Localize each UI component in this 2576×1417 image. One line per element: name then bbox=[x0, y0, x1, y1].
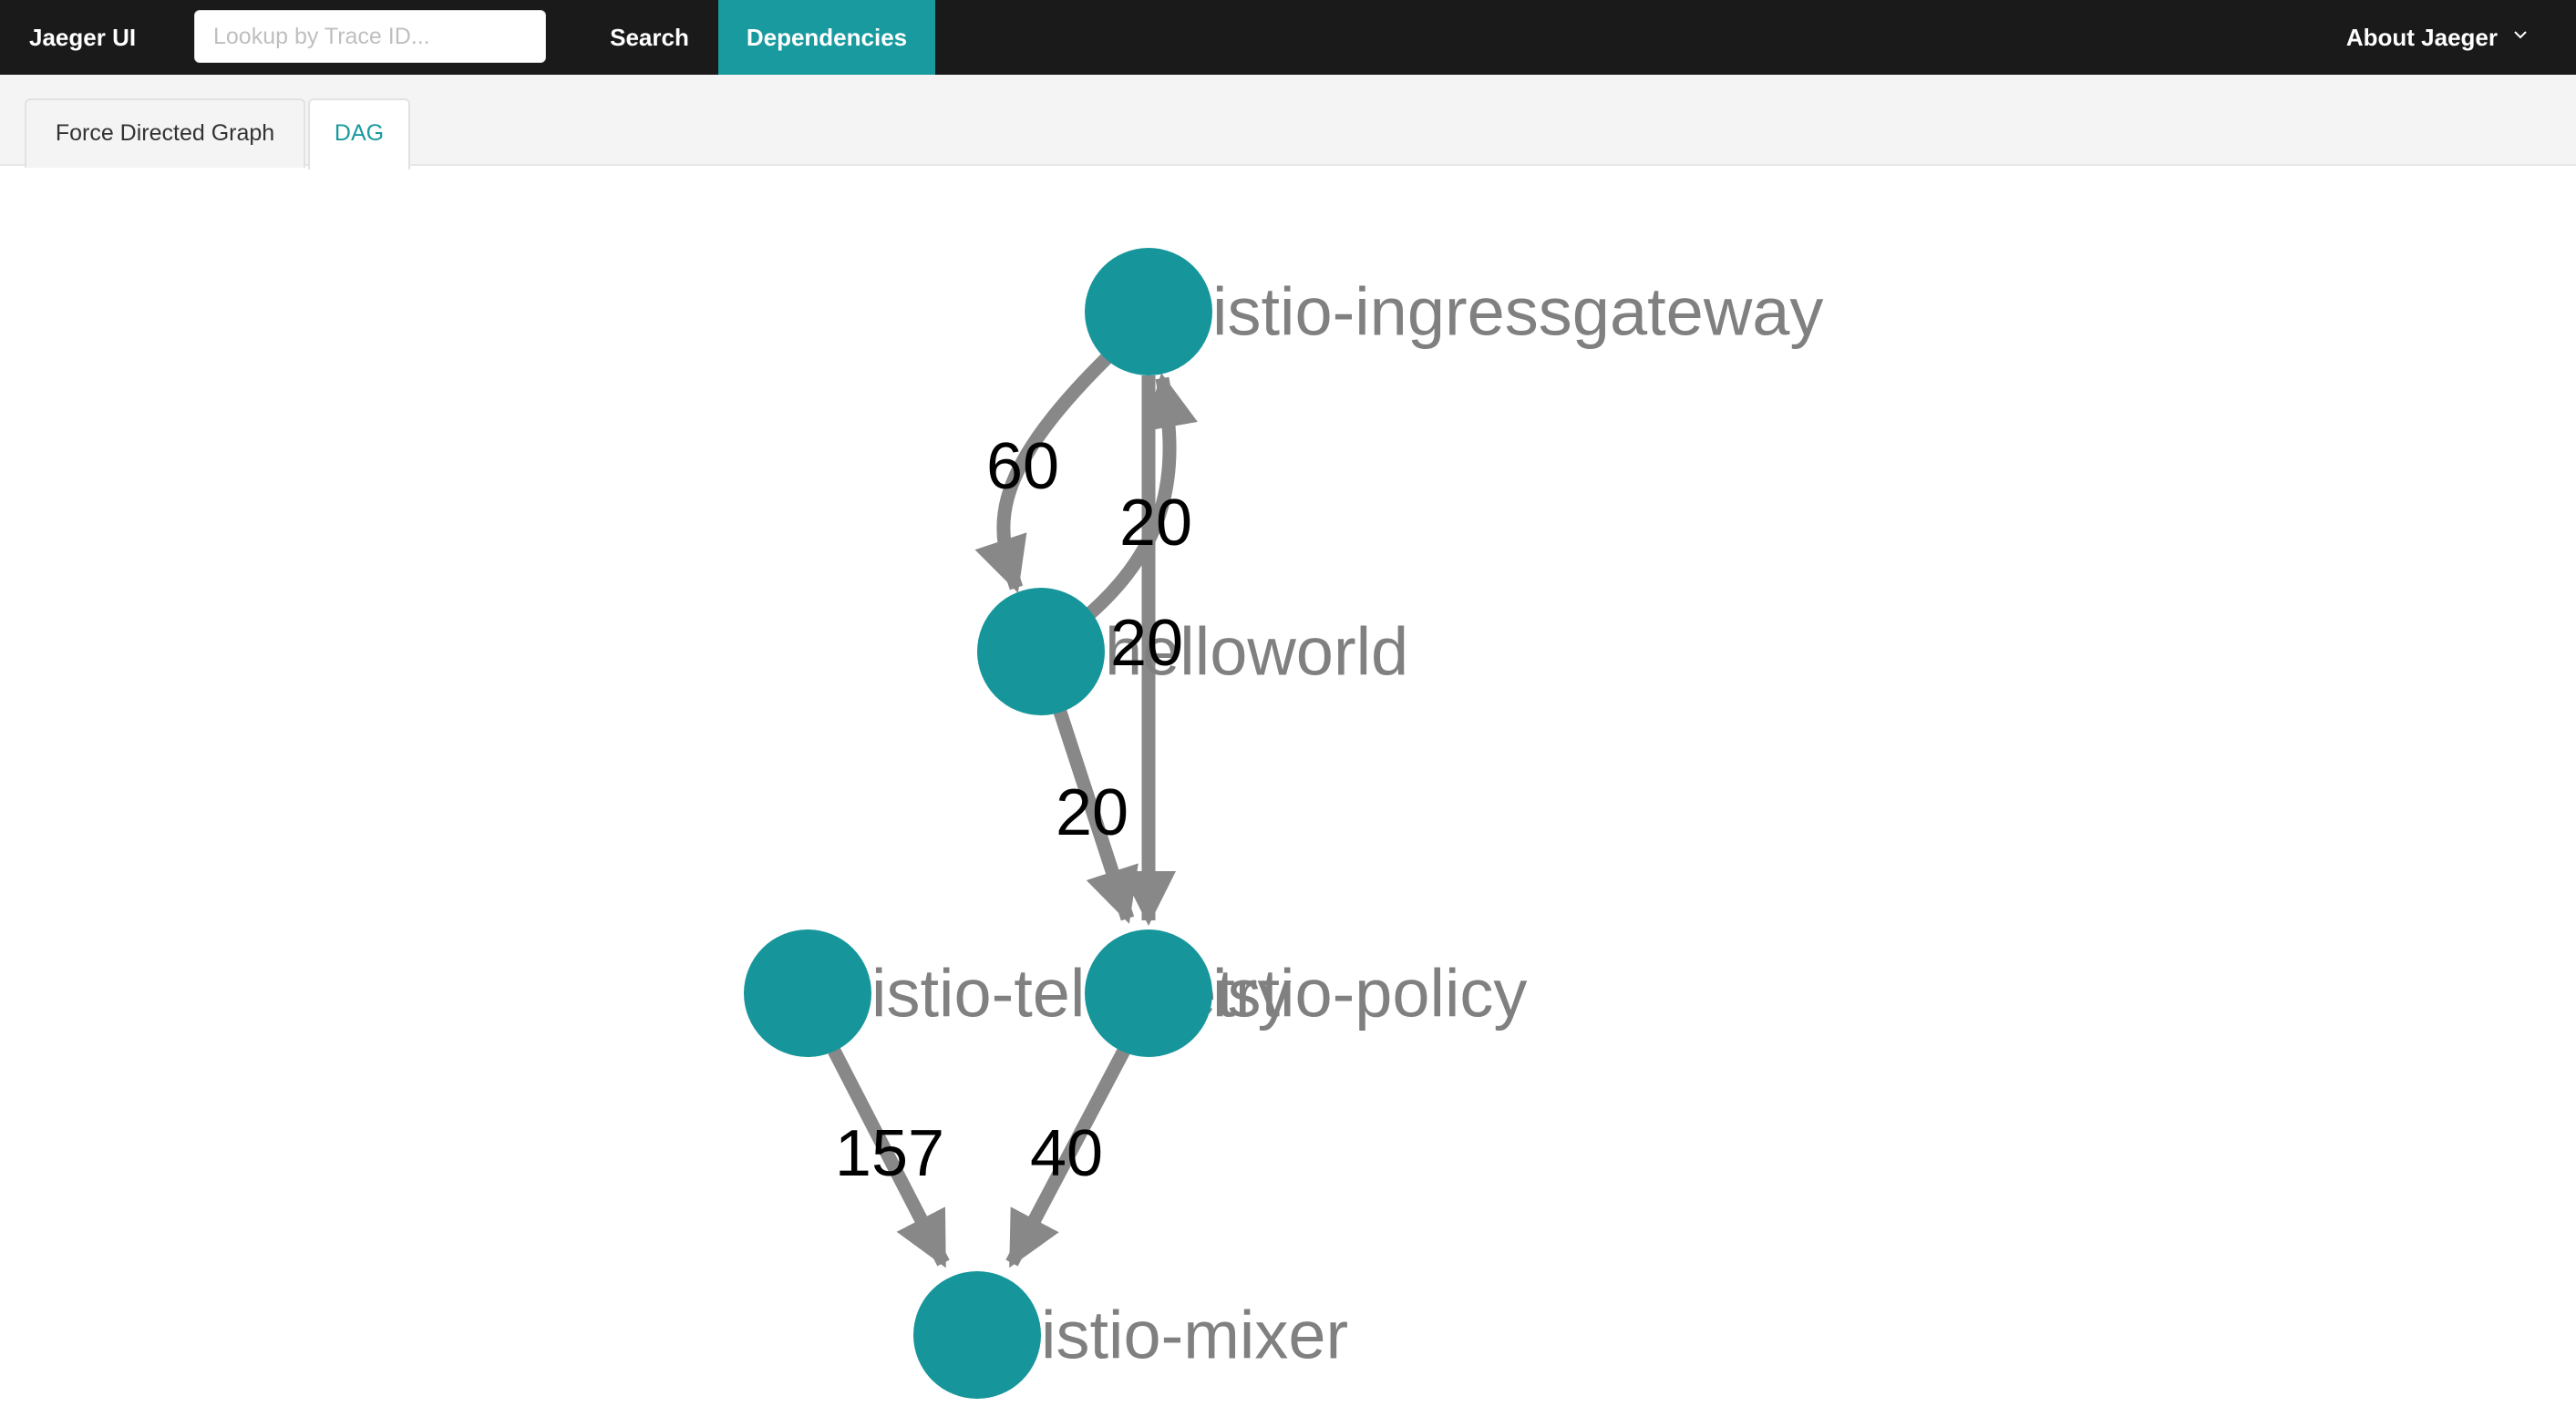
edge-label: 20 bbox=[1110, 607, 1183, 680]
dag-graph-svg[interactable]: istio-ingressgateway helloworld istio-te… bbox=[0, 168, 2576, 1412]
edge-telemetry-to-mixer bbox=[828, 1047, 950, 1268]
node-circle bbox=[977, 588, 1105, 715]
tab-force-directed-graph[interactable]: Force Directed Graph bbox=[25, 98, 305, 168]
edge-helloworld-to-policy bbox=[1052, 706, 1139, 924]
edge-label: 157 bbox=[835, 1117, 944, 1190]
brand-logo-link[interactable]: Jaeger UI bbox=[29, 24, 137, 51]
node-circle bbox=[1085, 929, 1212, 1057]
node-label: istio-ingressgateway bbox=[1212, 274, 1823, 350]
node-label: istio-mixer bbox=[1041, 1298, 1348, 1373]
dependencies-tab-bar: Force Directed Graph DAG bbox=[0, 75, 2576, 169]
graph-node-helloworld[interactable]: helloworld bbox=[977, 588, 1408, 715]
nav-search-link[interactable]: Search bbox=[610, 24, 689, 51]
dependency-graph-canvas[interactable]: istio-ingressgateway helloworld istio-te… bbox=[0, 168, 2576, 1412]
graph-node-istio-telemetry[interactable]: istio-telemetry bbox=[744, 929, 1292, 1057]
graph-node-istio-policy[interactable]: istio-policy bbox=[1085, 929, 1527, 1057]
trace-id-lookup-input[interactable] bbox=[194, 10, 546, 63]
about-jaeger-dropdown[interactable]: About Jaeger bbox=[2346, 0, 2529, 75]
node-circle bbox=[744, 929, 871, 1057]
edge-ingress-to-helloworld bbox=[974, 352, 1113, 593]
node-label: istio-policy bbox=[1212, 956, 1527, 1032]
graph-node-istio-ingressgateway[interactable]: istio-ingressgateway bbox=[1085, 248, 1823, 375]
edge-helloworld-to-ingress bbox=[1078, 373, 1198, 625]
node-circle bbox=[1085, 248, 1212, 375]
edge-policy-to-mixer bbox=[1005, 1047, 1130, 1268]
edge-label: 60 bbox=[986, 430, 1059, 503]
node-label: istio-telemetry bbox=[871, 956, 1292, 1032]
node-label: helloworld bbox=[1105, 614, 1408, 690]
edge-label: 20 bbox=[1119, 487, 1192, 560]
tab-dag[interactable]: DAG bbox=[308, 98, 410, 169]
edge-label: 20 bbox=[1056, 776, 1128, 849]
top-navigation-bar: Jaeger UI Search Dependencies About Jaeg… bbox=[0, 0, 2576, 75]
nav-dependencies-link[interactable]: Dependencies bbox=[718, 0, 935, 75]
edge-label: 40 bbox=[1030, 1117, 1103, 1190]
chevron-down-icon bbox=[2512, 26, 2529, 43]
about-jaeger-label: About Jaeger bbox=[2345, 24, 2498, 51]
graph-node-istio-mixer[interactable]: istio-mixer bbox=[913, 1271, 1348, 1399]
node-circle bbox=[913, 1271, 1041, 1399]
